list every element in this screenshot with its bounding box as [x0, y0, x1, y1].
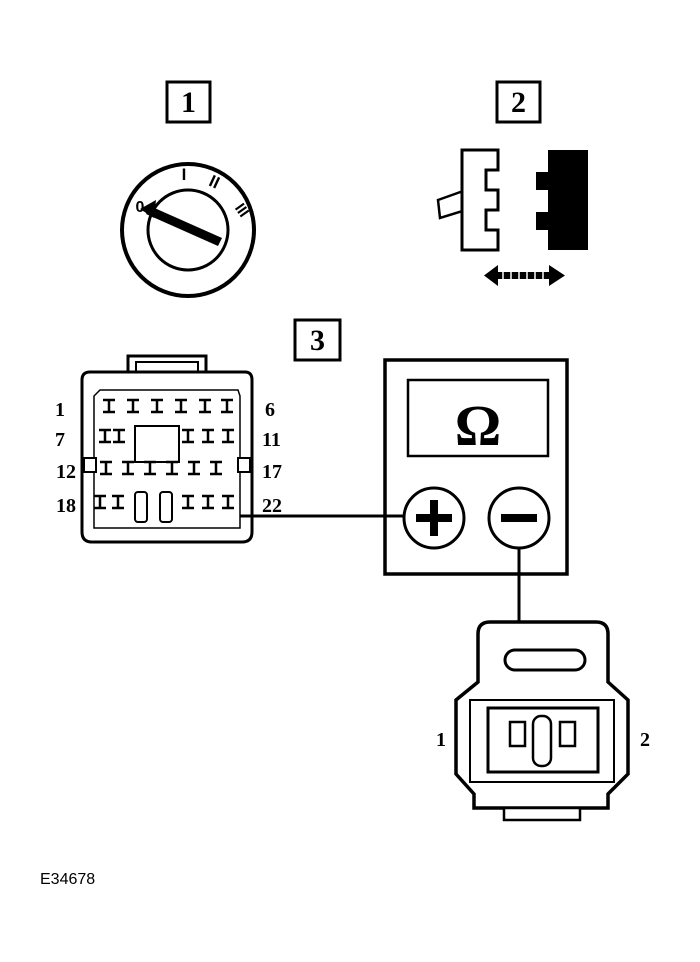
step-3-label: 3	[293, 318, 342, 362]
pin-label-12: 12	[56, 461, 76, 483]
connector-b-pin-1: 1	[436, 729, 446, 751]
ignition-position-1: I	[182, 165, 187, 184]
connector-b-pin-2: 2	[640, 729, 650, 751]
ignition-switch-icon: 0 I II III	[120, 162, 256, 298]
multimeter: Ω	[383, 358, 569, 576]
figure-code: E34678	[40, 871, 95, 888]
connector-a-22-pin: 1 6 7 11 12 17 18 22	[55, 354, 282, 544]
multimeter-display	[406, 378, 550, 458]
step-1-number: 1	[181, 86, 196, 119]
step-1-label: 1	[165, 80, 212, 124]
step-2-number: 2	[511, 86, 526, 119]
negative-terminal	[487, 486, 551, 550]
pin-label-6: 6	[265, 399, 275, 421]
ignition-position-off: 0	[136, 199, 145, 216]
disconnect-connector-icon	[436, 148, 588, 286]
step-2-label: 2	[495, 80, 542, 124]
pin-label-11: 11	[262, 429, 281, 451]
step-3-number: 3	[310, 324, 325, 357]
pin-label-17: 17	[262, 461, 282, 483]
connector-b-2-pin: 1 2	[436, 620, 650, 822]
pin-label-18: 18	[56, 495, 76, 517]
positive-terminal	[402, 486, 466, 550]
pin-label-22: 22	[262, 495, 282, 517]
ohm-symbol: Ω	[455, 393, 501, 458]
pin-label-1: 1	[55, 399, 65, 421]
pin-label-7: 7	[55, 429, 65, 451]
